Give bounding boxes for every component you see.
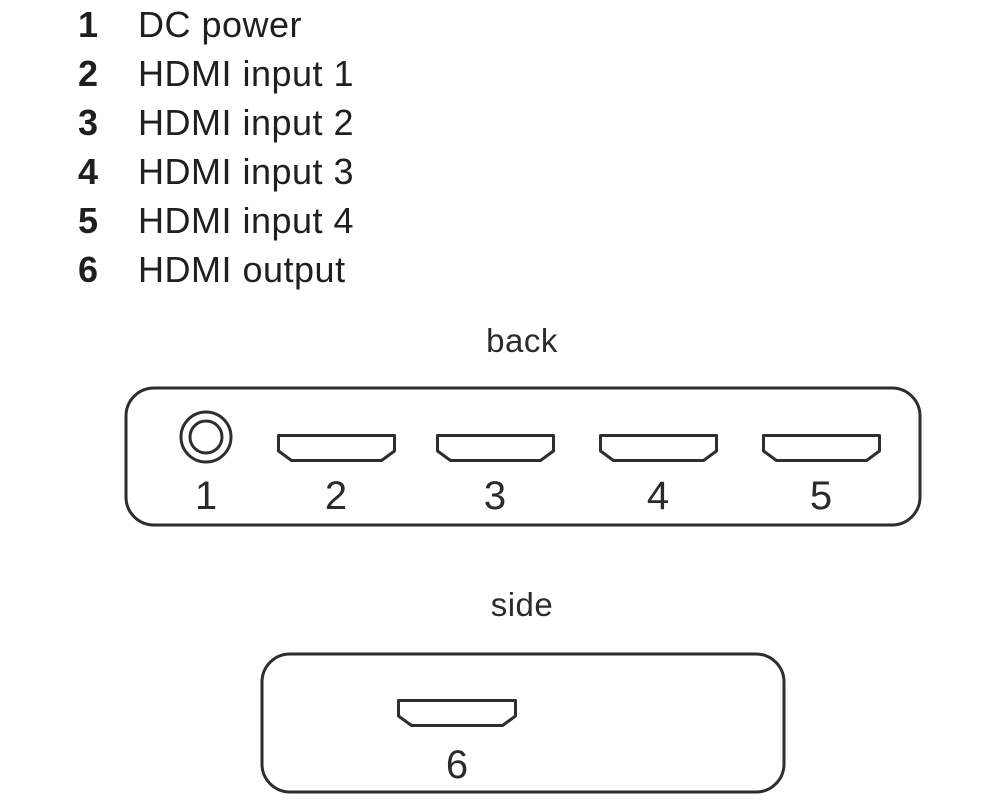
legend-item: 3 HDMI input 2 xyxy=(78,98,354,147)
side-panel-outline xyxy=(260,652,786,794)
legend-item-label: DC power xyxy=(138,4,303,45)
legend-item-number: 5 xyxy=(78,200,99,241)
legend-item-number: 6 xyxy=(78,249,99,290)
port-number: 6 xyxy=(446,743,468,787)
legend-item: 6 HDMI output xyxy=(78,245,354,294)
back-panel-diagram: 1 2 3 4 5 xyxy=(124,386,922,527)
legend-item-label: HDMI input 4 xyxy=(138,200,355,241)
legend-item-number: 2 xyxy=(78,53,99,94)
dc-power-jack-icon xyxy=(179,410,233,464)
dc-jack-number: 1 xyxy=(195,474,217,518)
hdmi-port-icon xyxy=(762,434,881,462)
legend-item-label: HDMI input 3 xyxy=(138,151,355,192)
legend-item: 1 DC power xyxy=(78,0,354,49)
hdmi-port-icon xyxy=(436,434,555,462)
port-legend: 1 DC power 2 HDMI input 1 3 HDMI input 2… xyxy=(78,0,354,294)
port-number: 2 xyxy=(325,474,347,518)
legend-item-number: 3 xyxy=(78,102,99,143)
legend-item-label: HDMI input 1 xyxy=(138,53,355,94)
port-number: 4 xyxy=(647,474,669,518)
port-number: 3 xyxy=(484,474,506,518)
legend-item-label: HDMI input 2 xyxy=(138,102,355,143)
back-view-title: back xyxy=(486,322,558,359)
legend-item-number: 4 xyxy=(78,151,99,192)
hdmi-port-icon xyxy=(599,434,718,462)
hdmi-port-icon xyxy=(397,699,517,727)
side-view-title: side xyxy=(490,586,554,623)
legend-item-label: HDMI output xyxy=(138,249,346,290)
legend-item: 4 HDMI input 3 xyxy=(78,147,354,196)
hdmi-port-icon xyxy=(277,434,396,462)
legend-item-number: 1 xyxy=(78,4,99,45)
side-panel-diagram: 6 xyxy=(260,652,786,794)
legend-item: 5 HDMI input 4 xyxy=(78,196,354,245)
port-number: 5 xyxy=(810,474,832,518)
legend-item: 2 HDMI input 1 xyxy=(78,49,354,98)
